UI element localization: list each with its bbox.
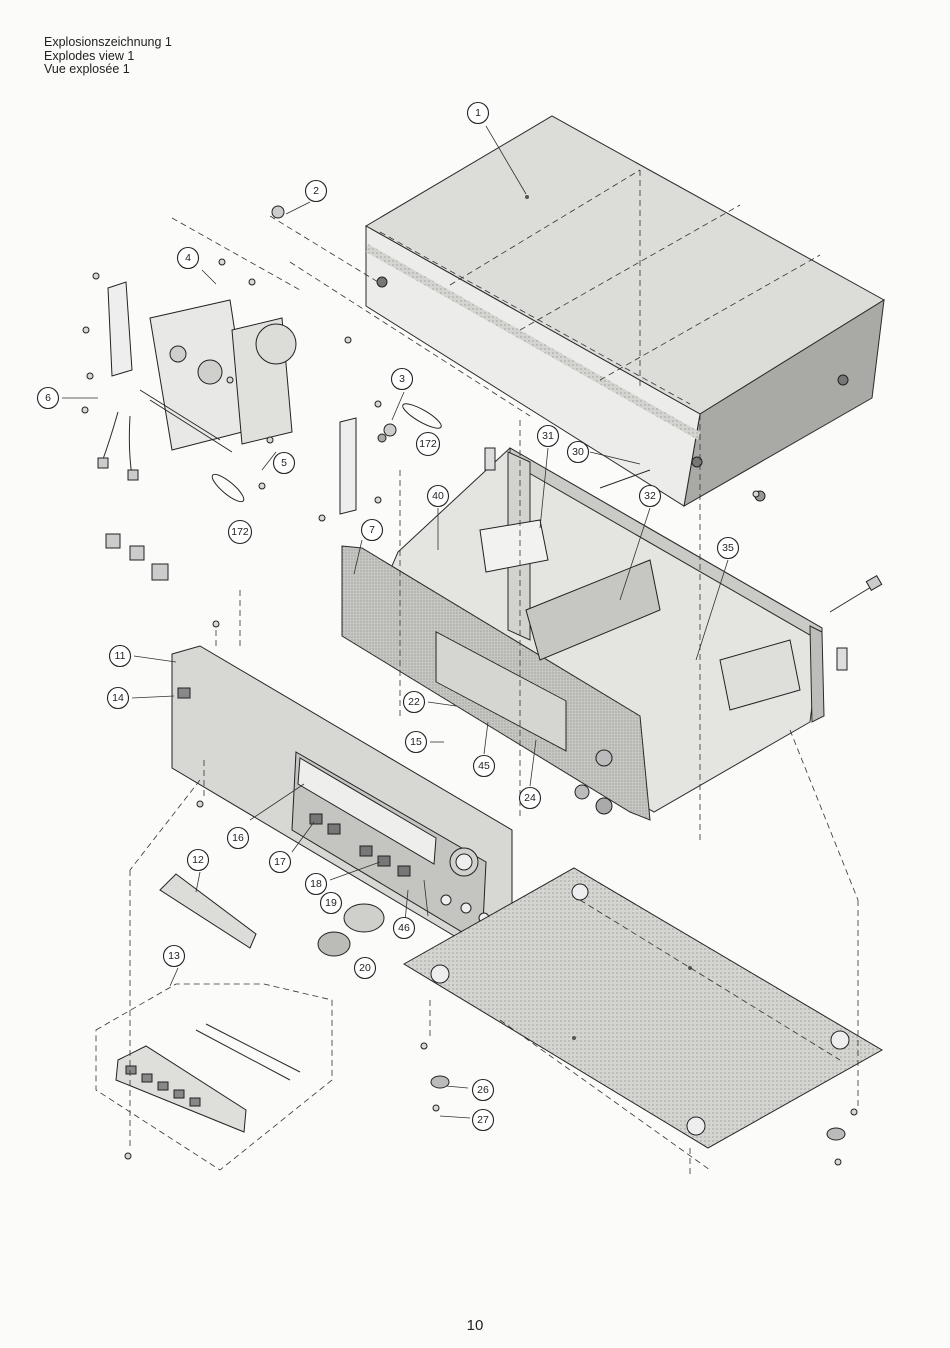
callout-15: 15 (406, 732, 427, 753)
callout-18: 18 (306, 874, 327, 895)
callout-20: 20 (355, 958, 376, 979)
callout-32: 32 (640, 486, 661, 507)
svg-text:17: 17 (274, 856, 286, 868)
callout-12: 12 (188, 850, 209, 871)
callout-2: 2 (306, 181, 327, 202)
svg-text:35: 35 (722, 542, 734, 554)
svg-text:172: 172 (231, 526, 249, 538)
callout-17: 17 (270, 852, 291, 873)
svg-text:46: 46 (398, 922, 410, 934)
callout-46: 46 (394, 918, 415, 939)
callout-40: 40 (428, 486, 449, 507)
callout-24: 24 (520, 788, 541, 809)
svg-text:45: 45 (478, 760, 490, 772)
svg-text:1: 1 (475, 107, 481, 119)
svg-text:4: 4 (185, 252, 191, 264)
svg-text:11: 11 (115, 650, 126, 662)
callout-5: 5 (274, 453, 295, 474)
svg-text:172: 172 (419, 438, 437, 450)
svg-text:22: 22 (408, 696, 420, 708)
top-cover (366, 116, 884, 506)
callout-22: 22 (404, 692, 425, 713)
svg-text:5: 5 (281, 457, 287, 469)
callout-3: 3 (392, 369, 413, 390)
svg-text:15: 15 (410, 736, 422, 748)
svg-text:14: 14 (112, 692, 124, 704)
svg-text:26: 26 (477, 1084, 489, 1096)
callout-7: 7 (362, 520, 383, 541)
callout-4: 4 (178, 248, 199, 269)
svg-text:19: 19 (325, 897, 337, 909)
svg-text:27: 27 (477, 1114, 489, 1126)
svg-text:6: 6 (45, 392, 51, 404)
svg-text:31: 31 (542, 430, 554, 442)
callout-35: 35 (718, 538, 739, 559)
callout-16: 16 (228, 828, 249, 849)
svg-text:32: 32 (644, 490, 656, 502)
callout-45: 45 (474, 756, 495, 777)
callout-11: 11 (110, 646, 131, 667)
cassette-lid-and-knobs (160, 874, 384, 956)
svg-text:40: 40 (432, 490, 444, 502)
svg-text:13: 13 (168, 950, 180, 962)
page-number: 10 (0, 1317, 950, 1334)
callout-172-upper: 172 (417, 433, 440, 456)
svg-text:7: 7 (369, 524, 375, 536)
callout-19: 19 (321, 893, 342, 914)
svg-text:12: 12 (192, 854, 204, 866)
button-bracket (96, 984, 332, 1170)
svg-text:2: 2 (313, 185, 319, 197)
callout-31: 31 (538, 426, 559, 447)
callout-14: 14 (108, 688, 129, 709)
svg-text:30: 30 (572, 446, 584, 458)
callout-1: 1 (468, 103, 489, 124)
svg-text:16: 16 (232, 832, 244, 844)
svg-text:3: 3 (399, 373, 405, 385)
callout-27: 27 (473, 1110, 494, 1131)
chassis (342, 448, 882, 820)
callout-26: 26 (473, 1080, 494, 1101)
svg-text:24: 24 (524, 792, 536, 804)
svg-text:20: 20 (359, 962, 371, 974)
callout-172-lower: 172 (229, 521, 252, 544)
svg-text:18: 18 (310, 878, 322, 890)
callout-13: 13 (164, 946, 185, 967)
callout-30: 30 (568, 442, 589, 463)
callout-6: 6 (38, 388, 59, 409)
